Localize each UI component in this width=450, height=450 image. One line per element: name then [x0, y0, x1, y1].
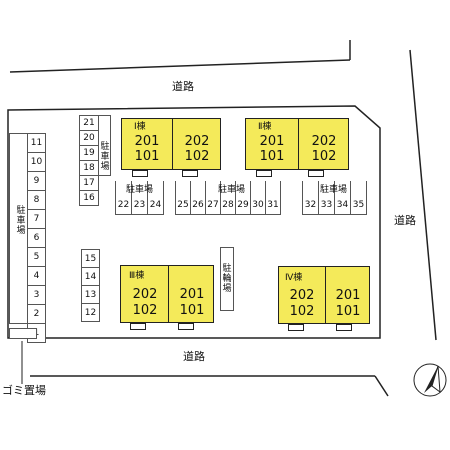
unit-label: 102 — [289, 304, 315, 319]
unit-divider — [325, 267, 326, 323]
parking-space: 26 — [190, 181, 206, 215]
parking-space: 2 — [27, 304, 46, 324]
unit-label: 101 — [259, 149, 285, 164]
building-4: Ⅳ棟 202 102 201 101 — [278, 266, 370, 324]
building-2-name: Ⅱ棟 — [258, 122, 272, 132]
top-road-edge — [9, 59, 351, 73]
entrance-step — [256, 170, 272, 177]
parking-space: 21 — [79, 115, 99, 131]
unit-label: 202 — [289, 288, 315, 303]
right-road-edge — [409, 49, 437, 341]
parking-space: 12 — [81, 303, 100, 322]
parking-space: 31 — [265, 181, 281, 215]
parking-label-25-31: 駐車場 — [218, 185, 246, 195]
parking-space: 11 — [27, 133, 46, 153]
bicycle-parking-label: 駐輪場 — [222, 264, 232, 294]
unit-label: 201 — [259, 134, 285, 149]
parking-space: 13 — [81, 285, 100, 304]
parking-space: 30 — [250, 181, 266, 215]
parking-space: 20 — [79, 130, 99, 146]
parking-space: 24 — [147, 181, 164, 215]
parking-space: 18 — [79, 160, 99, 176]
unit-divider — [168, 266, 169, 322]
bicycle-parking: 駐輪場 — [220, 247, 234, 311]
unit-label: 101 — [179, 303, 205, 318]
parking-space: 5 — [27, 247, 46, 267]
unit-label: 201 — [134, 134, 160, 149]
parking-space: 25 — [175, 181, 191, 215]
unit-label: 202 — [132, 287, 158, 302]
entrance-step — [130, 323, 146, 330]
building-4-name: Ⅳ棟 — [285, 273, 303, 283]
unit-label: 102 — [311, 149, 337, 164]
north-arrow-circle — [413, 363, 447, 397]
parking-space: 19 — [79, 145, 99, 161]
entrance-step — [182, 170, 198, 177]
unit-divider — [298, 119, 299, 169]
parking-space: 8 — [27, 190, 46, 210]
entrance-step — [178, 323, 194, 330]
parking-space: 16 — [79, 190, 99, 206]
parking-space: 10 — [27, 152, 46, 172]
parking-space: 9 — [27, 171, 46, 191]
site-boundary — [7, 105, 381, 339]
entrance-step — [308, 170, 324, 177]
parking-space: 7 — [27, 209, 46, 229]
road-label-bottom: 道路 — [183, 350, 205, 363]
unit-label: 102 — [184, 149, 210, 164]
unit-label: 202 — [184, 134, 210, 149]
unit-label: 202 — [311, 134, 337, 149]
building-1-name: Ⅰ棟 — [134, 122, 146, 132]
building-1: Ⅰ棟 201 101 202 102 — [121, 118, 221, 170]
entrance-step — [336, 324, 352, 331]
parking-label-left: 駐車場 — [16, 206, 26, 236]
bottom-road-edge-corner — [374, 375, 389, 397]
parking-space: 15 — [81, 249, 100, 268]
building-3-name: Ⅲ棟 — [129, 271, 145, 281]
parking-space: 14 — [81, 267, 100, 286]
parking-label-22-24: 駐車場 — [126, 185, 154, 195]
parking-label-32-35: 駐車場 — [320, 185, 348, 195]
garbage-label: ゴミ置場 — [2, 384, 46, 397]
parking-label-strip — [98, 115, 111, 176]
building-3: Ⅲ棟 202 102 201 101 — [120, 265, 214, 323]
unit-divider — [172, 119, 173, 169]
road-label-top: 道路 — [172, 80, 194, 93]
parking-space: 3 — [27, 285, 46, 305]
unit-label: 201 — [179, 287, 205, 302]
parking-space: 4 — [27, 266, 46, 286]
north-arrow-icon — [424, 366, 438, 393]
parking-space: 6 — [27, 228, 46, 248]
parking-space: 32 — [302, 181, 319, 215]
entrance-step — [132, 170, 148, 177]
unit-label: 102 — [132, 303, 158, 318]
entrance-step — [288, 324, 304, 331]
road-label-right: 道路 — [394, 214, 416, 227]
unit-label: 101 — [134, 149, 160, 164]
building-2: Ⅱ棟 201 101 202 102 — [245, 118, 349, 170]
garbage-box — [9, 328, 37, 339]
parking-label-upper: 駐車場 — [100, 142, 110, 172]
parking-space: 17 — [79, 175, 99, 191]
unit-label: 101 — [335, 304, 361, 319]
unit-label: 201 — [335, 288, 361, 303]
north-arrow-half — [431, 365, 441, 394]
parking-label-strip — [9, 133, 28, 324]
parking-space: 35 — [350, 181, 367, 215]
